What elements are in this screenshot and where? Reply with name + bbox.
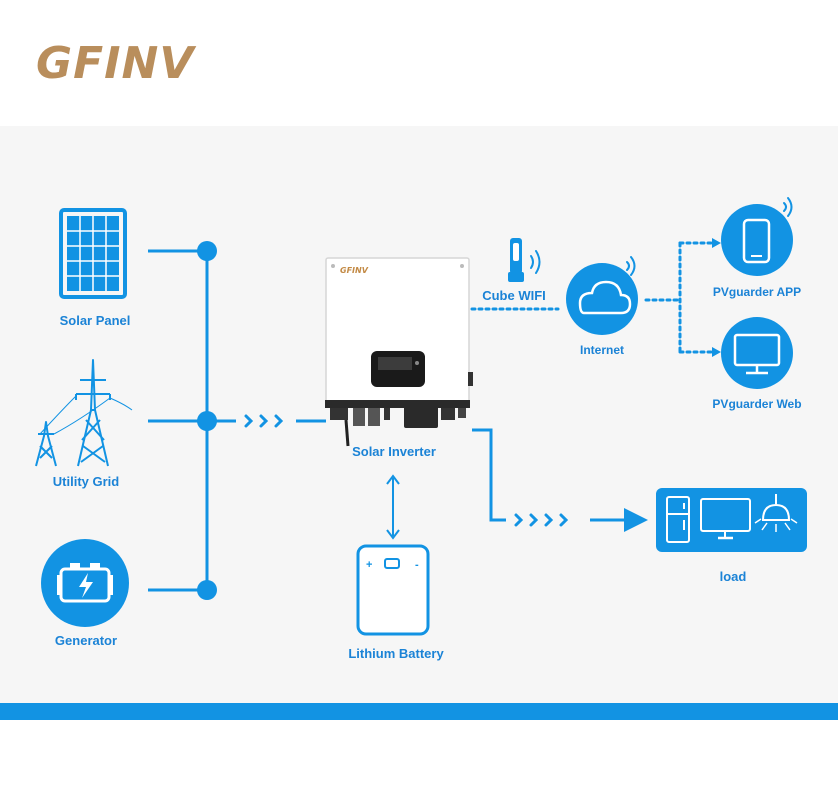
wifi-dongle-icon (508, 238, 541, 282)
battery-minus: - (415, 559, 419, 571)
monitor-icon (721, 317, 793, 389)
appliances-icon (656, 488, 807, 552)
label-lithium-battery: Lithium Battery (348, 646, 444, 661)
phone-icon (721, 197, 793, 276)
link-internet-monitoring (644, 241, 714, 354)
flow-chevrons-to-load (514, 513, 569, 527)
label-pvguarder-app: PVguarder APP (712, 285, 802, 299)
flow-chevrons-to-inverter (244, 414, 284, 428)
link-inverter-load (472, 428, 648, 532)
label-generator: Generator (54, 633, 118, 648)
label-solar-inverter: Solar Inverter (352, 444, 436, 459)
inverter-device[interactable] (325, 257, 473, 447)
bottom-band (0, 703, 838, 720)
link-inverter-battery (386, 474, 400, 540)
cloud-icon (566, 256, 638, 335)
bus-junctions (197, 241, 217, 600)
label-cube-wifi: Cube WIFI (482, 288, 546, 303)
battery-icon (356, 544, 430, 636)
power-tower-icon (35, 359, 133, 467)
label-solar-panel: Solar Panel (59, 313, 131, 328)
inverter-logo: GFINV (340, 266, 369, 275)
label-internet: Internet (579, 343, 625, 357)
label-pvguarder-web: PVguarder Web (712, 397, 802, 411)
solar-panel-icon (59, 208, 127, 299)
generator-icon (41, 539, 129, 627)
label-utility-grid: Utility Grid (52, 474, 120, 489)
battery-plus: + (366, 559, 372, 571)
brand-logo: GFINV (36, 38, 195, 89)
source-bus (148, 249, 326, 592)
label-load: load (719, 569, 747, 584)
